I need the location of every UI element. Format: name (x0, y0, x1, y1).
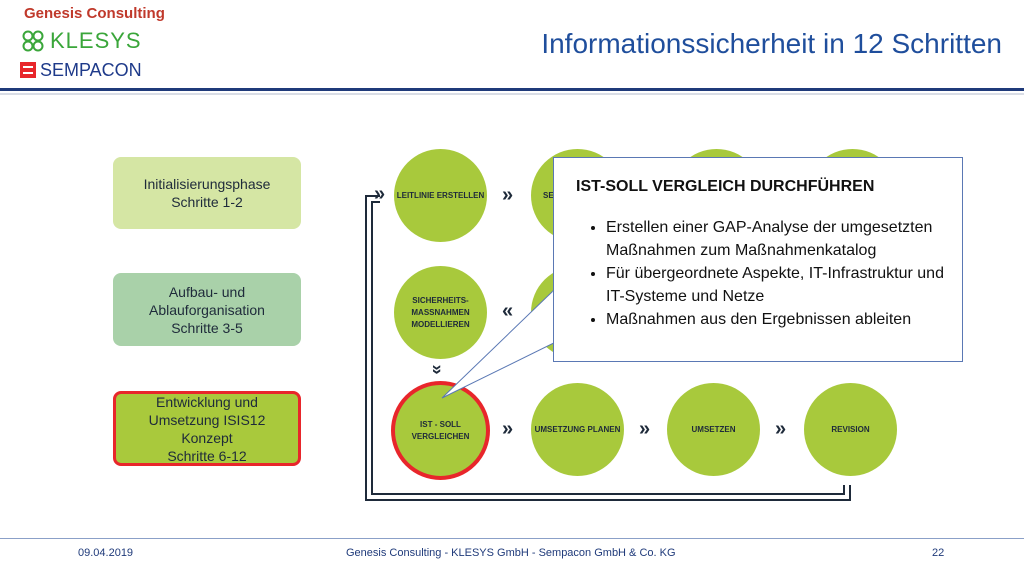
arrow-right-icon: » (502, 184, 514, 206)
callout-list: Erstellen einer GAP-Analyse der umgesetz… (576, 216, 944, 331)
klesys-logo: KLESYS (22, 28, 142, 53)
phase-label: Aufbau- und (168, 283, 246, 300)
phase-initialisierung: Initialisierungsphase Schritte 1-2 (113, 157, 301, 229)
footer-page-number: 22 (932, 547, 945, 559)
step-label: VERGLEICHEN (411, 431, 470, 441)
callout-box: IST-SOLL VERGLEICH DURCHFÜHREN Erstellen… (553, 157, 963, 362)
callout-title: IST-SOLL VERGLEICH DURCHFÜHREN (576, 178, 875, 195)
phase-steps: Schritte 3-5 (171, 319, 243, 336)
header-divider (0, 88, 1024, 91)
list-item: Maßnahmen aus den Ergebnissen ableiten (606, 308, 944, 331)
phase-steps: Schritte 1-2 (171, 194, 243, 210)
phase-aufbau: Aufbau- und Ablauforganisation Schritte … (113, 273, 301, 346)
arrow-right-icon: » (502, 418, 514, 440)
list-item: Erstellen einer GAP-Analyse der umgesetz… (606, 216, 944, 262)
step-leitlinie: LEITLINIE ERSTELLEN (394, 149, 487, 242)
arrow-right-icon: » (775, 418, 787, 440)
phase-label: Umsetzung ISIS12 (148, 411, 266, 428)
loop-connector (365, 195, 851, 501)
phase-label: Ablauforganisation (149, 301, 265, 318)
slide-title: Informationssicherheit in 12 Schritten (541, 28, 1002, 59)
step-label: UMSETZEN (691, 424, 736, 434)
header-divider-shadow (0, 93, 1024, 95)
footer-divider (0, 538, 1024, 539)
list-item: Für übergeordnete Aspekte, IT-Infrastruk… (606, 262, 944, 308)
footer-company: Genesis Consulting - KLESYS GmbH - Sempa… (346, 547, 676, 559)
klesys-wordmark: KLESYS (50, 28, 142, 53)
arrow-right-icon: » (639, 418, 651, 440)
arrow-left-icon: « (502, 300, 514, 322)
step-label: MODELLIEREN (411, 319, 470, 329)
sempacon-wordmark: SEMPACON (40, 59, 142, 80)
footer-date: 09.04.2019 (78, 547, 134, 559)
step-label: SE (543, 190, 554, 200)
sempacon-logo: SEMPACON (20, 59, 142, 80)
brand-genesis-logo: Genesis Consulting (24, 5, 165, 22)
step-label: REVISION (831, 424, 870, 434)
step-label: IST - SOLL (420, 419, 461, 429)
step-ist-soll: IST - SOLL VERGLEICHEN (391, 381, 490, 480)
step-revision: REVISION (804, 383, 897, 476)
step-label: UMSETZUNG PLANEN (534, 424, 621, 434)
phase-label: Entwicklung und (156, 393, 258, 410)
step-umsetzen: UMSETZEN (667, 383, 760, 476)
phase-entwicklung: Entwicklung und Umsetzung ISIS12 Konzept… (113, 391, 301, 466)
phase-steps: Schritte 6-12 (167, 447, 247, 464)
step-label: LEITLINIE ERSTELLEN (396, 190, 485, 200)
phase-label: Initialisierungsphase (143, 176, 271, 192)
loop-arrow-icon: » (374, 183, 386, 205)
step-sicherheitsmassnahmen: SICHERHEITS- MASSNAHMEN MODELLIEREN (394, 266, 487, 359)
phase-label: Konzept (181, 429, 233, 446)
clover-icon (22, 30, 44, 52)
step-label: MASSNAHMEN (411, 307, 470, 317)
step-label: SICHERHEITS- (412, 295, 469, 305)
sempacon-mark-icon (20, 62, 36, 78)
step-umsetzung-planen: UMSETZUNG PLANEN (531, 383, 624, 476)
